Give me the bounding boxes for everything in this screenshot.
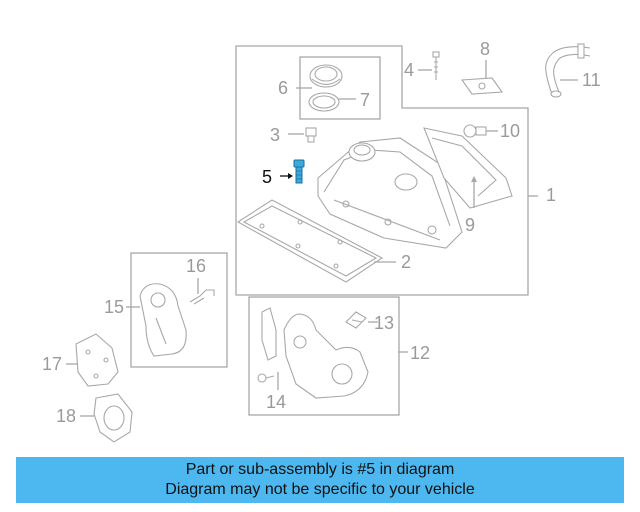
bolt-part-5-highlighted[interactable] bbox=[293, 159, 305, 184]
callout-8: 8 bbox=[480, 39, 490, 59]
subgroup-box-12 bbox=[248, 296, 400, 416]
callout-4: 4 bbox=[404, 60, 414, 80]
callout-12: 12 bbox=[410, 343, 430, 363]
info-banner: Part or sub-assembly is #5 in diagram Di… bbox=[16, 457, 624, 503]
breather-hose-part[interactable] bbox=[545, 43, 591, 98]
callout-17: 17 bbox=[42, 354, 62, 374]
small-bracket-part[interactable] bbox=[189, 289, 215, 305]
timing-cover-part[interactable] bbox=[139, 283, 187, 357]
callout-7: 7 bbox=[360, 90, 370, 110]
seal-ring-part[interactable] bbox=[308, 92, 340, 112]
callout-1: 1 bbox=[546, 185, 556, 205]
callout-2: 2 bbox=[401, 252, 411, 272]
valve-cover-part[interactable] bbox=[317, 137, 463, 249]
subgroup-box-15 bbox=[130, 252, 228, 368]
gasket-plate-part[interactable] bbox=[460, 77, 504, 95]
callout-11: 11 bbox=[582, 70, 601, 90]
bolt-14-part[interactable] bbox=[257, 373, 275, 383]
callout-3: 3 bbox=[270, 125, 280, 145]
callout-13: 13 bbox=[374, 313, 394, 333]
banner-part-line: Part or sub-assembly is #5 in diagram bbox=[185, 461, 455, 478]
callout-10: 10 bbox=[500, 121, 520, 141]
small-plug-part[interactable] bbox=[305, 127, 317, 143]
callout-9: 9 bbox=[465, 215, 475, 235]
callout-15: 15 bbox=[104, 297, 124, 317]
cover-gasket-part[interactable] bbox=[236, 199, 384, 283]
callout-16: 16 bbox=[186, 256, 206, 276]
oil-filler-cap-part[interactable] bbox=[309, 64, 343, 88]
callout-14: 14 bbox=[266, 392, 286, 412]
lower-timing-cover-part[interactable] bbox=[261, 307, 369, 399]
sensor-part[interactable] bbox=[463, 124, 487, 138]
callout-18: 18 bbox=[56, 406, 76, 426]
parts-diagram: 1 2 3 4 5 6 7 8 9 10 11 12 13 14 15 16 1… bbox=[42, 39, 601, 443]
cover-plate-part[interactable] bbox=[75, 333, 119, 387]
seal-cover-part[interactable] bbox=[93, 393, 133, 443]
assembly-outline-1 bbox=[235, 45, 529, 296]
banner-disclaimer-line: Diagram may not be specific to your vehi… bbox=[165, 481, 475, 498]
bracket-13-part[interactable] bbox=[345, 311, 367, 329]
long-bolt-part[interactable] bbox=[432, 51, 440, 80]
cover-shield-part[interactable] bbox=[423, 127, 513, 209]
callout-6: 6 bbox=[278, 78, 288, 98]
callout-5: 5 bbox=[262, 167, 272, 187]
